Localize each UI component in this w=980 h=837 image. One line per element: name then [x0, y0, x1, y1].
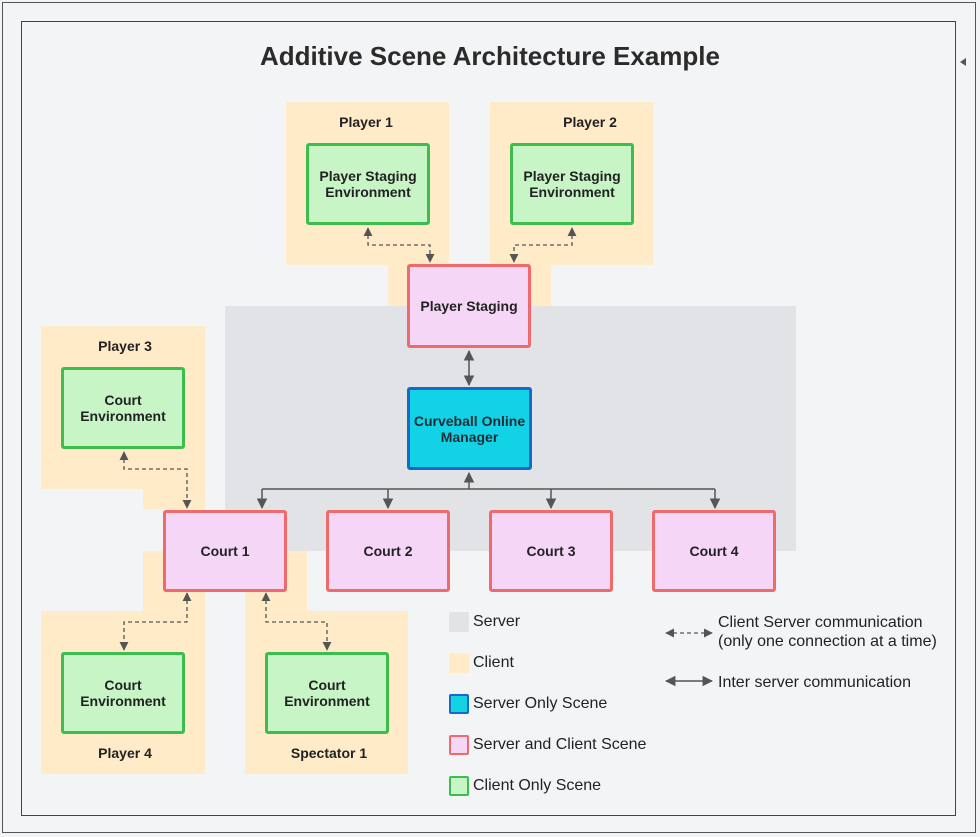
- diagram-frame: [21, 21, 956, 816]
- frame-marker-icon: [960, 58, 966, 66]
- node-court-2: Court 2: [326, 510, 450, 592]
- node-court-4: Court 4: [652, 510, 776, 592]
- legend-label-client: Client: [473, 654, 514, 671]
- node-player-staging-env-2: Player Staging Environment: [510, 143, 634, 225]
- node-court-env-player4: Court Environment: [61, 652, 185, 734]
- node-court-env-player3: Court Environment: [61, 367, 185, 449]
- legend-label-server-client: Server and Client Scene: [473, 736, 647, 753]
- node-court-1: Court 1: [163, 510, 287, 592]
- legend-swatch-server-only: [449, 694, 469, 714]
- legend-label-client-only: Client Only Scene: [473, 777, 602, 794]
- node-player-staging-env-1: Player Staging Environment: [306, 143, 430, 225]
- legend-swatch-server-client: [449, 735, 469, 755]
- node-court-3: Court 3: [489, 510, 613, 592]
- legend-label-client-server-comm: Client Server communication (only one co…: [718, 614, 937, 650]
- group-label-player2: Player 2: [563, 114, 617, 130]
- node-court-env-spectator1: Court Environment: [265, 652, 389, 734]
- group-label-player4: Player 4: [98, 745, 152, 761]
- group-label-player3: Player 3: [98, 338, 152, 354]
- node-player-staging: Player Staging: [407, 264, 531, 348]
- diagram-title: Additive Scene Architecture Example: [260, 41, 720, 71]
- legend-label-inter-server-comm: Inter server communication: [718, 674, 911, 691]
- link-p2env-staging: [509, 227, 577, 263]
- link-court1-specenv: [261, 592, 332, 651]
- link-p1env-staging: [363, 227, 435, 263]
- legend-label-server: Server: [473, 613, 521, 630]
- legend-swatch-client-only: [449, 776, 469, 796]
- group-label-player1: Player 1: [339, 114, 393, 130]
- link-p3env-court1: [119, 451, 192, 509]
- legend-swatch-server: [449, 612, 469, 632]
- group-label-spectator1: Spectator 1: [290, 745, 368, 761]
- legend-swatch-client: [449, 653, 469, 673]
- legend-label-server-only: Server Only Scene: [473, 695, 608, 712]
- link-court1-p4env: [119, 592, 192, 651]
- node-curveball-online-manager: Curveball Online Manager: [407, 387, 532, 470]
